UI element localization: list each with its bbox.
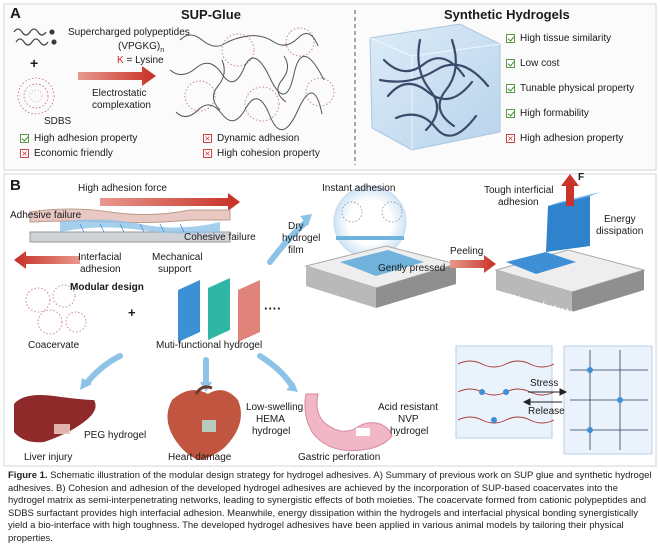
liver-illustration xyxy=(14,395,96,443)
dry-hydrogel-1: Dry xyxy=(288,221,304,232)
pro-left-1: Economic friendly xyxy=(34,148,113,159)
hydrogel-panels xyxy=(178,278,260,342)
pro-mid-1: High cohesion property xyxy=(217,148,320,159)
caption-text: Schematic illustration of the modular de… xyxy=(8,470,652,544)
tough-interfacial-2: adhesion xyxy=(498,197,539,208)
formula: (VPGKG)n xyxy=(118,41,164,55)
stomach-illustration xyxy=(304,393,393,452)
high-adhesion-force-label: High adhesion force xyxy=(78,183,167,194)
tough-interfacial-1: Tough interficial xyxy=(484,185,554,196)
hydrogel-prop-2: Tunable physical property xyxy=(520,83,635,94)
ellipsis: ···· xyxy=(264,301,282,316)
hema-label-2: HEMA xyxy=(256,414,285,425)
peeling-label: Peeling xyxy=(450,246,484,257)
plus-sign-a: + xyxy=(30,55,39,71)
formula-subscript: n xyxy=(160,47,165,54)
synthetic-hydrogels-title: Synthetic Hydrogels xyxy=(444,7,570,22)
release-label: Release xyxy=(528,406,565,417)
check-icon xyxy=(506,59,515,68)
pro-mid-0: Dynamic adhesion xyxy=(217,133,300,144)
peeling-arrow xyxy=(450,255,496,273)
heart-illustration xyxy=(167,385,241,460)
multifunctional-hydrogel-label: Muti-functional hydrogel xyxy=(156,340,263,351)
stress-label: Stress xyxy=(530,378,559,389)
nvp-label-2: NVP xyxy=(398,414,419,425)
panel-b-label: B xyxy=(10,177,21,194)
peg-hydrogel-label: PEG hydrogel xyxy=(84,430,147,441)
adhesive-failure-label: Adhesive failure xyxy=(10,210,82,221)
polypeptide-label: Supercharged polypeptides xyxy=(68,27,190,38)
instant-adhesion-label: Instant adhesion xyxy=(322,183,396,194)
panel-a-frame xyxy=(3,3,657,171)
heart-damage-label: Heart damage xyxy=(168,452,232,463)
dry-hydrogel-2: hydrogel xyxy=(282,233,321,244)
modular-design-label: Modular design xyxy=(70,282,144,293)
liver-injury-label: Liver injury xyxy=(24,452,73,463)
cross-icon: × xyxy=(506,134,515,143)
network-zoom-right xyxy=(563,345,653,455)
interfacial-adhesion-2: adhesion xyxy=(80,264,121,275)
coacervate-label: Coacervate xyxy=(28,340,80,351)
blue-flow-arrows xyxy=(83,219,309,389)
instant-adhesion-bubble xyxy=(333,185,407,259)
complexation-arrow xyxy=(78,66,156,86)
wet-substrate-right xyxy=(494,192,646,312)
adhesion-schematic xyxy=(29,208,231,243)
panel-a-label: A xyxy=(10,5,21,22)
energy-dissipation-1: Energy xyxy=(604,214,636,225)
sdbs-label: SDBS xyxy=(44,116,72,127)
hydrogel-cube xyxy=(369,23,501,151)
sdbs-micelle xyxy=(17,77,55,115)
dry-hydrogel-3: film xyxy=(288,245,304,256)
hydrogel-prop-1: Low cost xyxy=(520,58,560,69)
lysine-letter: K xyxy=(117,55,124,66)
cohesive-failure-label: Cohesive failure xyxy=(184,232,256,243)
mechanical-support-1: Mechanical xyxy=(152,252,203,263)
figure-graphics xyxy=(3,3,657,467)
high-adhesion-force-arrow xyxy=(100,193,240,211)
plus-sign-b: + xyxy=(128,305,136,320)
hydrogel-prop-4: High adhesion property xyxy=(520,133,624,144)
force-label: F xyxy=(578,172,585,183)
adhesive-failure-arrow xyxy=(14,251,80,269)
hema-label-1: Low-swelling xyxy=(246,402,304,413)
formula-main: (VPGKG) xyxy=(118,41,161,52)
complexation-label-1: Electrostatic xyxy=(92,88,147,99)
mechanical-support-2: support xyxy=(158,264,192,275)
interfacial-adhesion-1: Interfacial xyxy=(78,252,122,263)
cross-icon: × xyxy=(20,149,29,158)
polypeptide-strands xyxy=(13,28,57,46)
hydrogel-prop-0: High tissue similarity xyxy=(520,33,612,44)
sup-glue-title: SUP-Glue xyxy=(181,7,241,22)
force-arrow xyxy=(561,174,579,206)
complexation-label-2: complexation xyxy=(92,100,151,111)
wet-substrate-middle xyxy=(304,245,458,308)
pro-left-0: High adhesion property xyxy=(34,133,138,144)
caption-label: Figure 1. xyxy=(8,470,48,481)
stress-release-arrows xyxy=(522,388,568,406)
check-icon xyxy=(506,34,515,43)
nvp-label-1: Acid resistant xyxy=(378,402,439,413)
hydrogel-prop-3: High formability xyxy=(520,108,589,119)
cross-icon: × xyxy=(203,134,212,143)
coacervate-icons xyxy=(25,284,87,335)
check-icon xyxy=(506,109,515,118)
cross-icon: × xyxy=(203,149,212,158)
hema-label-3: hydrogel xyxy=(252,426,291,437)
nvp-label-3: hydrogel xyxy=(390,426,429,437)
gently-pressed-label: Gently pressed xyxy=(378,263,446,274)
lysine-key: K = Lysine xyxy=(117,55,164,66)
coacervate-cluster-a xyxy=(169,27,335,130)
figure-caption: Figure 1. Schematic illustration of the … xyxy=(8,470,652,546)
gastric-perforation-label: Gastric perforation xyxy=(298,452,381,463)
check-icon xyxy=(506,84,515,93)
energy-dissipation-2: dissipation xyxy=(596,226,644,237)
lysine-text: = Lysine xyxy=(123,55,164,66)
check-icon xyxy=(20,134,29,143)
